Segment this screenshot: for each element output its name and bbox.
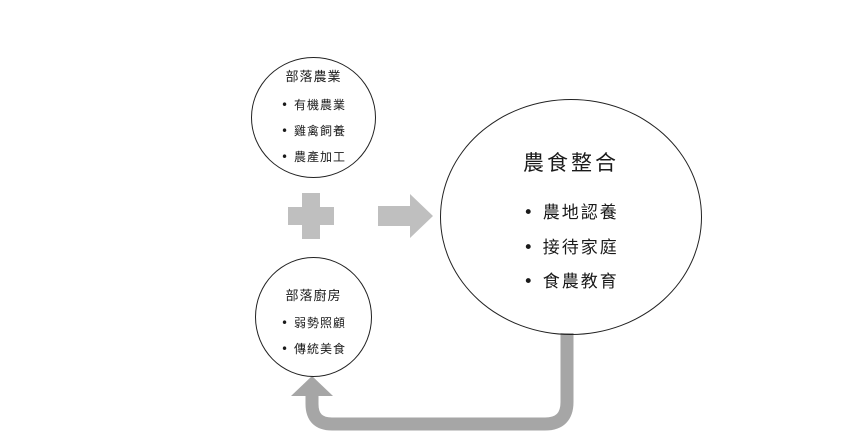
integration-item: • 接待家庭 [523, 238, 619, 258]
kitchen-title: 部落廚房 [285, 289, 342, 304]
right-arrow-icon [378, 194, 433, 238]
agriculture-circle: 部落農業 • 有機農業 • 雞禽飼養 • 農產加工 [251, 57, 376, 178]
kitchen-circle: 部落廚房 • 弱勢照顧 • 傳統美食 [255, 257, 372, 377]
agriculture-item: • 農產加工 [281, 150, 346, 164]
kitchen-item: • 傳統美食 [281, 342, 346, 356]
agriculture-item: • 雞禽飼養 [281, 124, 346, 138]
kitchen-item: • 弱勢照顧 [281, 316, 346, 330]
agriculture-item: • 有機農業 [281, 98, 346, 112]
loop-arrow-icon [291, 333, 574, 431]
integration-circle: 農食整合 • 農地認養 • 接待家庭 • 食農教育 [440, 99, 702, 335]
agriculture-title: 部落農業 [285, 70, 342, 85]
integration-item: • 農地認養 [523, 203, 619, 223]
plus-icon [288, 193, 334, 239]
integration-item: • 食農教育 [523, 272, 619, 292]
integration-title: 農食整合 [523, 151, 619, 175]
